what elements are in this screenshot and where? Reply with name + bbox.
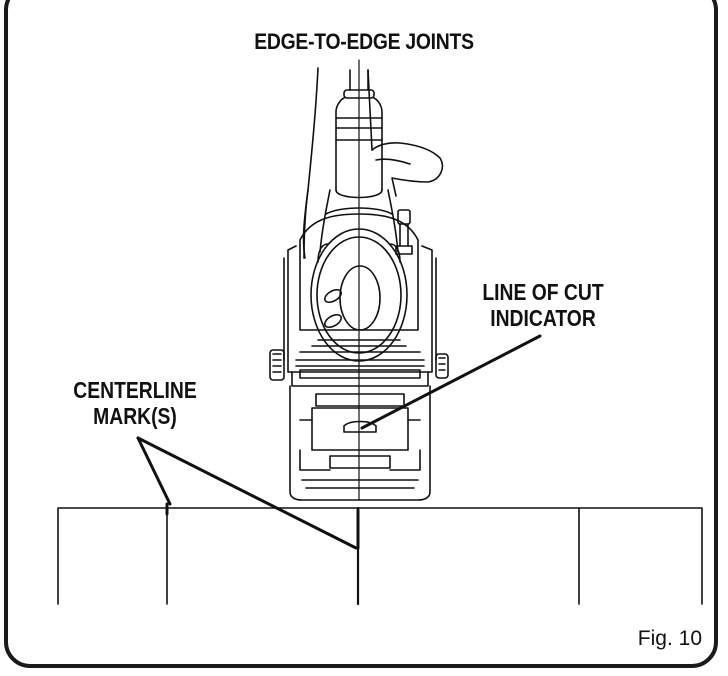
motor-handle <box>319 69 399 253</box>
centerline-marks <box>165 502 360 550</box>
figure-frame <box>4 0 718 668</box>
line-of-cut-label-2: INDICATOR <box>490 305 596 331</box>
centerline-callout: CENTERLINE MARK(S) <box>64 377 207 429</box>
figure-title: EDGE-TO-EDGE JOINTS <box>254 29 474 54</box>
line-of-cut-label-1: LINE OF CUT <box>482 279 604 305</box>
workpiece-boards <box>57 506 703 606</box>
centerline-label-1: CENTERLINE <box>73 377 197 403</box>
figure-number: Fig. 10 <box>637 627 702 650</box>
front-housing <box>283 213 437 387</box>
line-of-cut-callout: LINE OF CUT INDICATOR <box>463 279 623 331</box>
leader-lines <box>136 334 542 550</box>
side-knobs <box>269 349 449 381</box>
centerline-label-2: MARK(S) <box>93 403 177 429</box>
adjust-knob-top <box>395 209 413 255</box>
